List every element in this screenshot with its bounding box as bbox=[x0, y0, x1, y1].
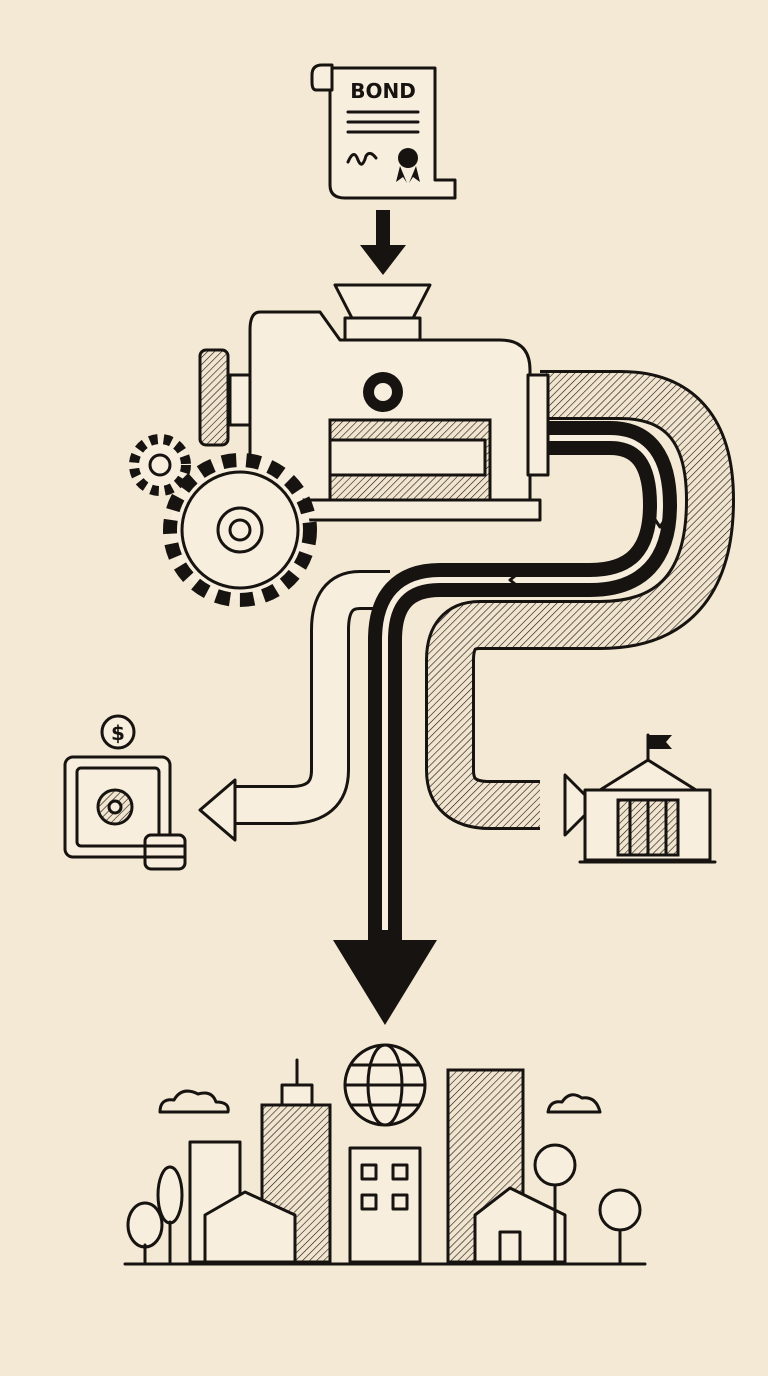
city-skyline-icon bbox=[123, 1058, 647, 1266]
pipe-flow-icon bbox=[198, 370, 736, 1025]
gear-icon bbox=[363, 372, 403, 412]
bond-document-icon: BOND bbox=[310, 63, 457, 200]
gear-icon bbox=[163, 453, 317, 607]
bond-label: BOND bbox=[350, 79, 416, 103]
coin-symbol: $ bbox=[111, 721, 125, 745]
down-arrow-icon bbox=[360, 210, 406, 275]
coins-icon bbox=[143, 833, 187, 871]
gear-icon bbox=[129, 434, 191, 496]
bank-building-icon bbox=[578, 733, 717, 864]
safe-icon: $ bbox=[63, 714, 187, 871]
globe-icon bbox=[343, 1043, 427, 1127]
